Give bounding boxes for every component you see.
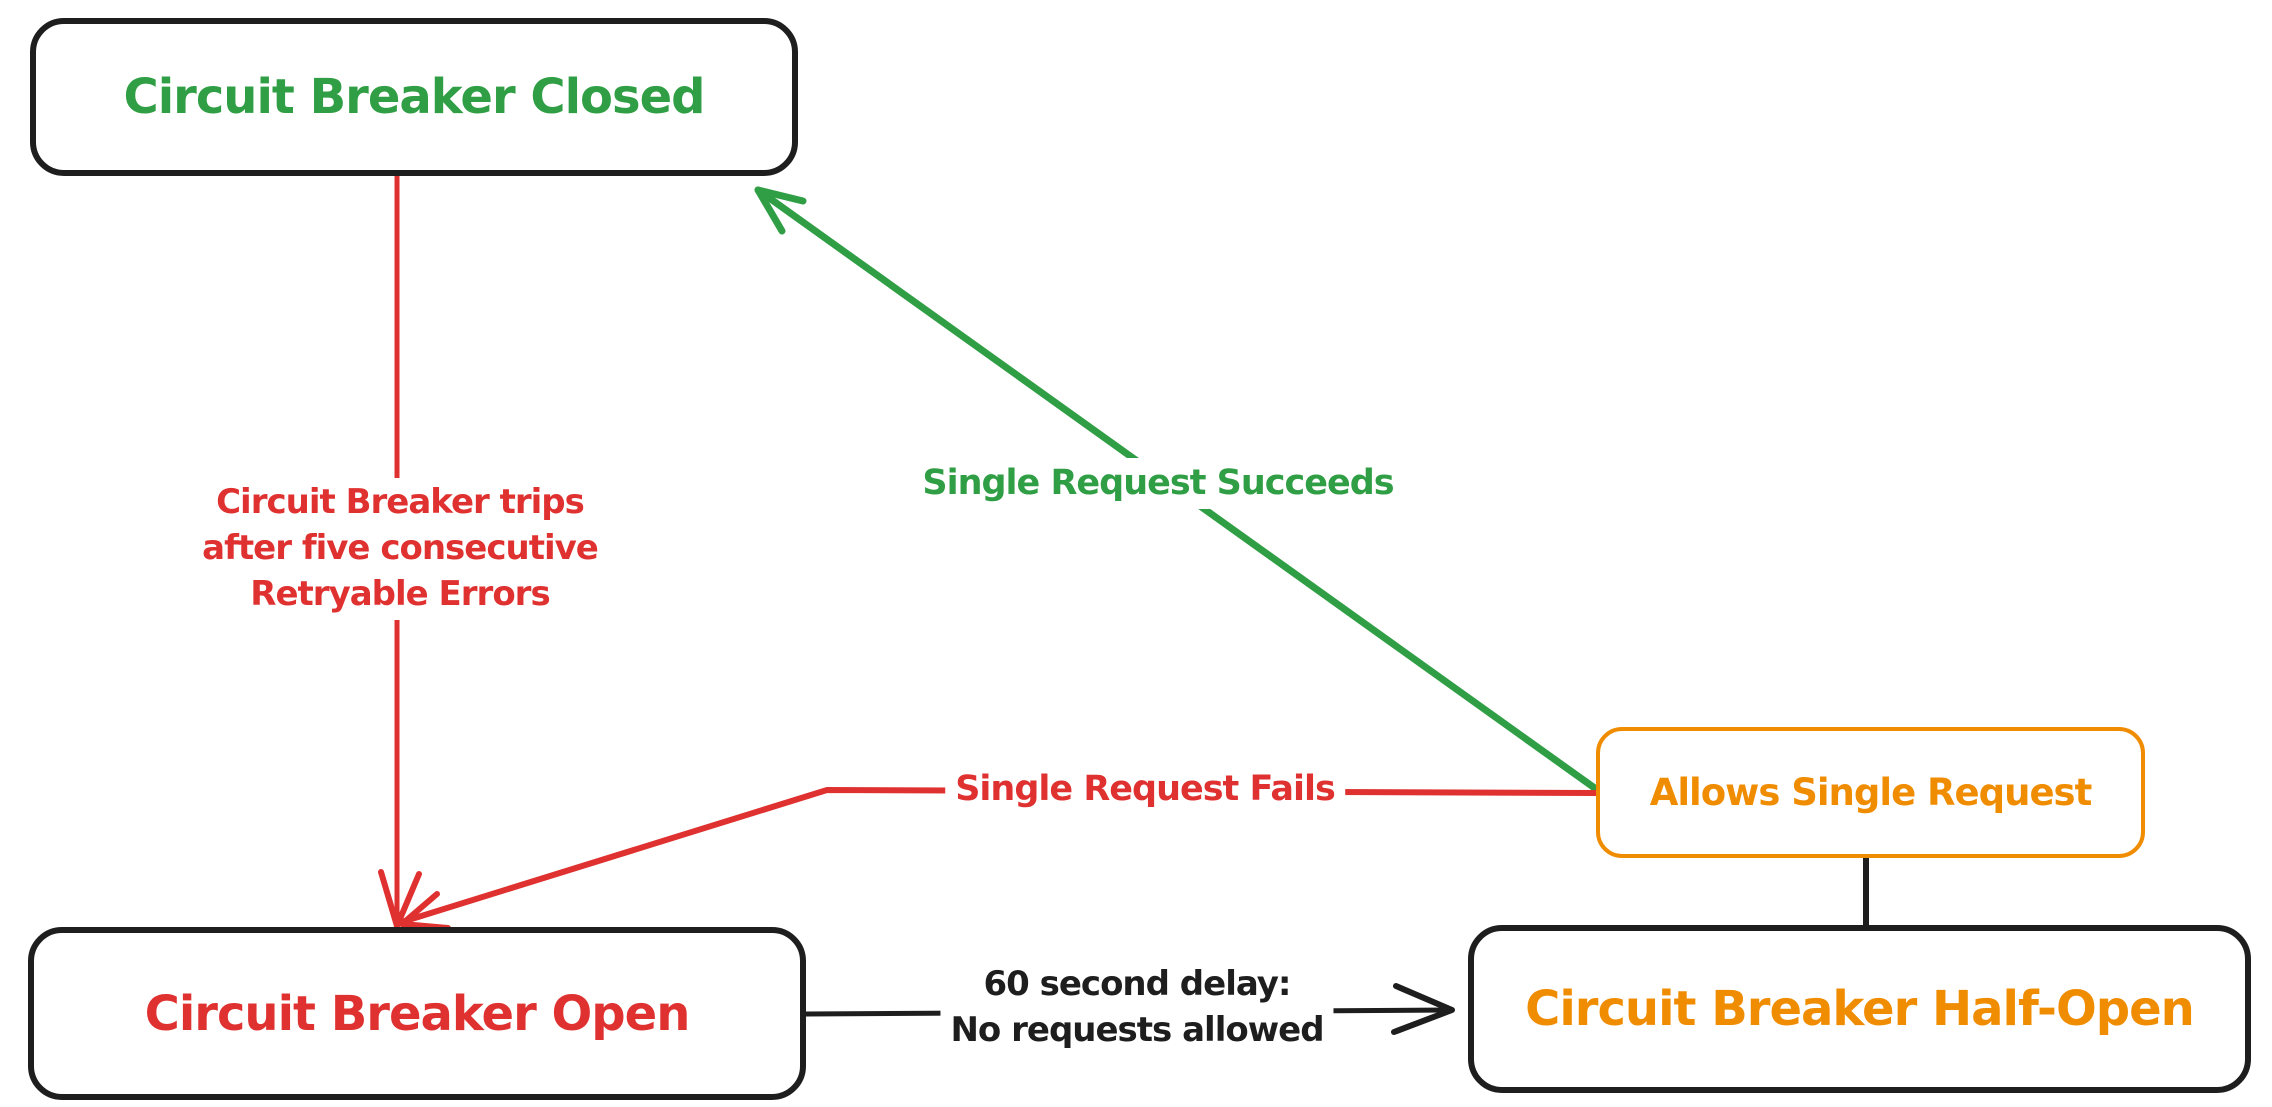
node-circuit-breaker-closed-label: Circuit Breaker Closed — [123, 69, 706, 125]
fails-arrowhead — [399, 891, 451, 931]
succeeds-arrowhead — [754, 186, 807, 235]
node-circuit-breaker-half-open-label: Circuit Breaker Half-Open — [1525, 981, 2195, 1037]
node-circuit-breaker-closed: Circuit Breaker Closed — [30, 18, 798, 176]
node-circuit-breaker-open: Circuit Breaker Open — [28, 927, 806, 1100]
edge-label-trips: Circuit Breaker trips after five consecu… — [192, 478, 608, 620]
node-allows-single-request: Allows Single Request — [1596, 727, 2145, 858]
node-circuit-breaker-half-open: Circuit Breaker Half-Open — [1468, 925, 2251, 1093]
node-allows-single-request-label: Allows Single Request — [1649, 771, 2093, 814]
edge-label-fails: Single Request Fails — [945, 764, 1345, 816]
node-circuit-breaker-open-label: Circuit Breaker Open — [144, 985, 691, 1042]
edge-label-succeeds: Single Request Succeeds — [912, 458, 1404, 510]
trips-arrowhead — [378, 869, 422, 929]
edge-label-delay: 60 second delay: No requests allowed — [940, 960, 1334, 1056]
delay-arrowhead — [1391, 983, 1455, 1035]
